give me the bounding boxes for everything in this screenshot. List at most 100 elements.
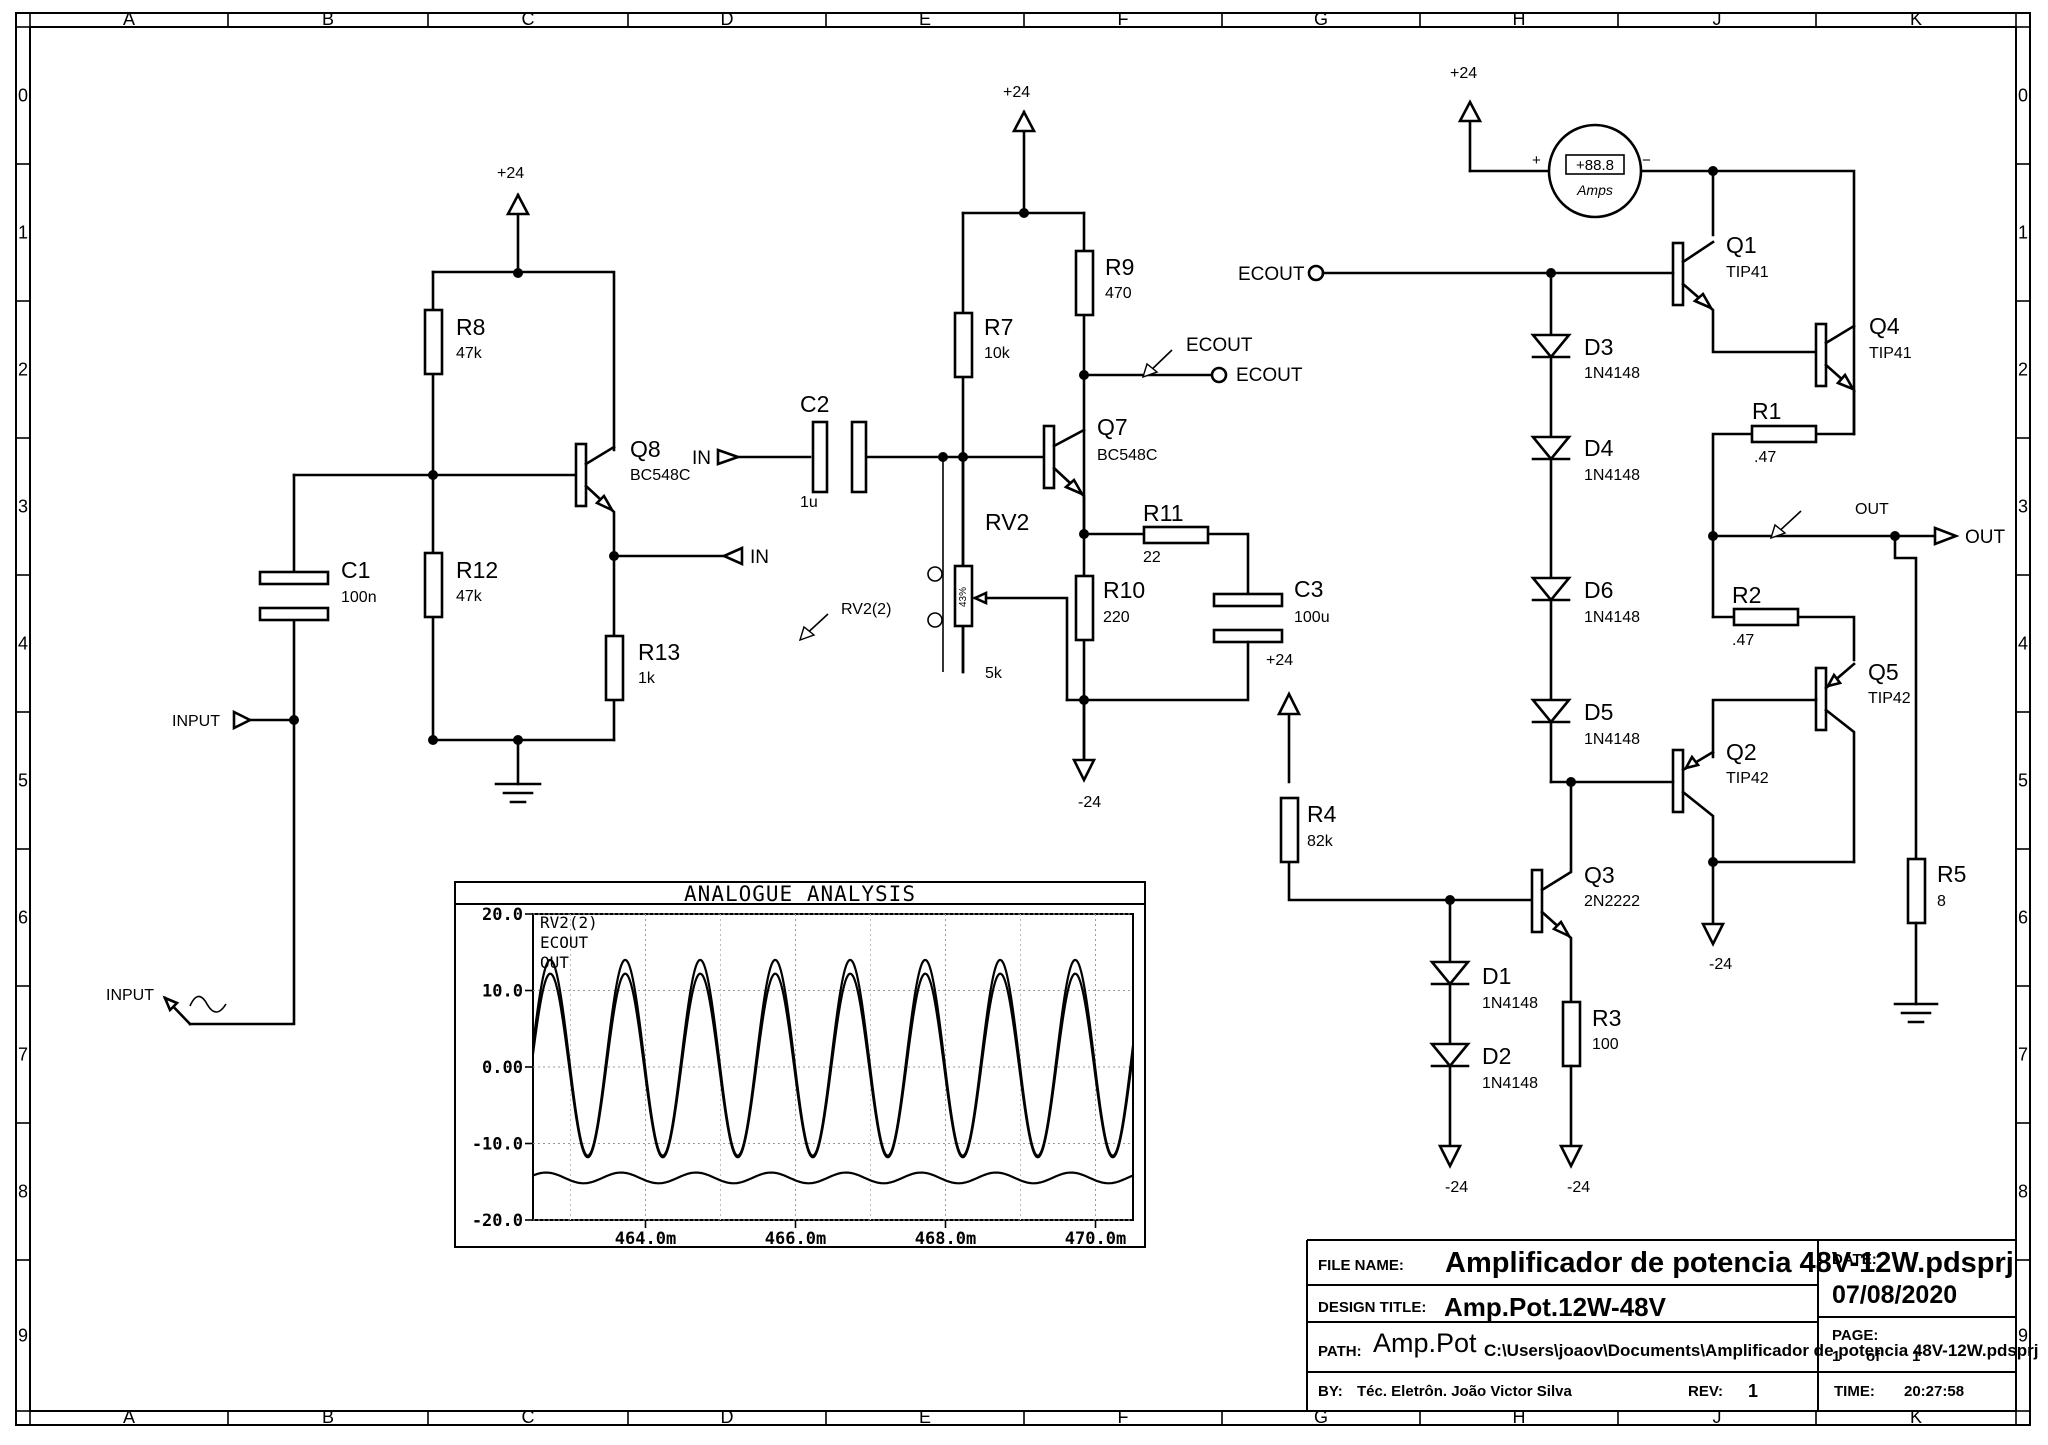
r8-value: 47k (456, 345, 483, 362)
border-row-5-left: 5 (18, 771, 28, 791)
graph-legend: RV2(2) ECOUT OUT (540, 913, 598, 972)
transistor-q2 (1671, 748, 1715, 926)
r11-ref: R11 (1143, 500, 1184, 526)
by-value: Téc. Eletrôn. João Victor Silva (1357, 1383, 1572, 1400)
r8-ref: R8 (456, 314, 485, 340)
border-row-1-left: 1 (18, 223, 28, 243)
neg-label-q7: -24 (1078, 794, 1101, 811)
path-value: C:\Users\joaov\Documents\Amplificador de… (1484, 1341, 2039, 1360)
q3-part: 2N2222 (1584, 893, 1640, 910)
signal-generator-icon (162, 995, 227, 1026)
ammeter-plus: + (1532, 152, 1541, 169)
neg-label-r3: -24 (1567, 1179, 1590, 1196)
border-row-3-right: 3 (2018, 497, 2028, 517)
trace-rv22 (532, 1171, 1134, 1185)
r7-ref: R7 (984, 314, 1013, 340)
ammeter-reading: +88.8 (1576, 157, 1614, 174)
diode-d1 (1429, 960, 1471, 987)
r3-value: 100 (1592, 1036, 1619, 1053)
r12-ref: R12 (456, 557, 498, 583)
r13-ref: R13 (638, 639, 680, 665)
neg-arrow-d2 (1437, 1144, 1463, 1169)
transistor-q4 (1814, 322, 1856, 436)
in-label-right: IN (750, 547, 769, 568)
border-row-3-left: 3 (18, 497, 28, 517)
q7-ref: Q7 (1097, 414, 1128, 440)
border-row-2-left: 2 (18, 360, 28, 380)
border-col-D-top: D (721, 9, 734, 29)
analogue-analysis-graph[interactable]: ANALOGUE ANALYSIS 20.010.00.00-10.0-20.0… (454, 881, 1146, 1249)
border-col-K-top: K (1910, 9, 1922, 29)
border-row-8-right: 8 (2018, 1182, 2028, 1202)
r9-value: 470 (1105, 285, 1132, 302)
r2-value: .47 (1732, 632, 1754, 649)
graph-xtick-label: 464.0m (615, 1229, 676, 1249)
design-title-label: DESIGN TITLE: (1318, 1299, 1426, 1316)
r12-value: 47k (456, 588, 483, 605)
border-row-8-left: 8 (18, 1182, 28, 1202)
in-terminal-left (716, 448, 742, 466)
ecout-probe-icon (1141, 349, 1173, 379)
time-label: TIME: (1834, 1383, 1875, 1400)
date-label: DATE: (1832, 1251, 1877, 1268)
ammeter: +88.8 Amps + − (1532, 123, 1651, 219)
q8-ref: Q8 (630, 436, 661, 462)
d1-ref: D1 (1482, 963, 1511, 989)
potentiometer-rv2 (953, 564, 974, 628)
graph-xtick-label: 466.0m (765, 1229, 826, 1249)
c2-value: 1u (800, 494, 818, 511)
title-block: FILE NAME: Amplificador de potencia 48V-… (1306, 1239, 2039, 1411)
border-col-H-top: H (1513, 9, 1526, 29)
resistor-r3 (1561, 1000, 1582, 1068)
border-col-E-bottom: E (919, 1407, 931, 1427)
resistor-r11 (1142, 525, 1210, 545)
border-row-0-left: 0 (18, 86, 28, 106)
r7-value: 10k (984, 345, 1011, 362)
neg-arrow-q2 (1700, 922, 1726, 947)
graph-xtick-label: 468.0m (915, 1229, 976, 1249)
border-row-1-right: 1 (2018, 223, 2028, 243)
d6-ref: D6 (1584, 577, 1613, 603)
rail-label-q8: +24 (497, 165, 524, 182)
ground-symbol-out (1893, 1002, 1939, 1024)
r2-ref: R2 (1732, 582, 1761, 608)
border-row-5-right: 5 (2018, 771, 2028, 791)
border-col-G-top: G (1314, 9, 1328, 29)
page-number: 1 (1832, 1348, 1840, 1365)
c3-rail-label: +24 (1266, 652, 1293, 669)
in-terminal-right (720, 545, 744, 567)
resistor-r1 (1750, 424, 1818, 444)
ecout-terminal-q7 (1210, 366, 1228, 384)
output-stage: +24 +88.8 Amps + − Q1 TIP41 ECOUT (1238, 65, 2006, 1024)
input-terminal (232, 709, 253, 731)
input-stage: +24 R8 47k R12 47k Q8 BC548C IN R13 (106, 165, 769, 1026)
border-col-F-bottom: F (1118, 1407, 1129, 1427)
border-col-A-bottom: A (123, 1407, 135, 1427)
in-label-left: IN (692, 448, 711, 469)
resistor-r12 (423, 551, 444, 619)
supply-arrow-q7 (1011, 109, 1037, 133)
resistor-r5 (1906, 857, 1927, 925)
r4-ref: R4 (1307, 801, 1337, 827)
resistor-r9 (1074, 249, 1095, 317)
page-of: of (1866, 1348, 1881, 1365)
file-name-label: FILE NAME: (1318, 1257, 1404, 1274)
r4-value: 82k (1307, 833, 1334, 850)
time-value: 20:27:58 (1904, 1383, 1964, 1400)
border-row-9-left: 9 (18, 1326, 28, 1346)
rv2-ref: RV2 (985, 509, 1029, 535)
out-label: OUT (1965, 527, 2006, 548)
legend-rv2: RV2(2) (540, 913, 598, 932)
q5-part: TIP42 (1868, 690, 1911, 707)
rev-value: 1 (1748, 1381, 1758, 1401)
path-label: PATH: (1318, 1343, 1362, 1360)
border-col-A-top: A (123, 9, 135, 29)
q2-part: TIP42 (1726, 770, 1769, 787)
out-probe-label: OUT (1855, 501, 1889, 518)
d5-part: 1N4148 (1584, 731, 1640, 748)
q5-ref: Q5 (1868, 659, 1899, 685)
driver-stage: IN C2 1u +24 R7 10k R9 470 ECOUT ECOUT (692, 84, 1330, 811)
d2-ref: D2 (1482, 1043, 1511, 1069)
